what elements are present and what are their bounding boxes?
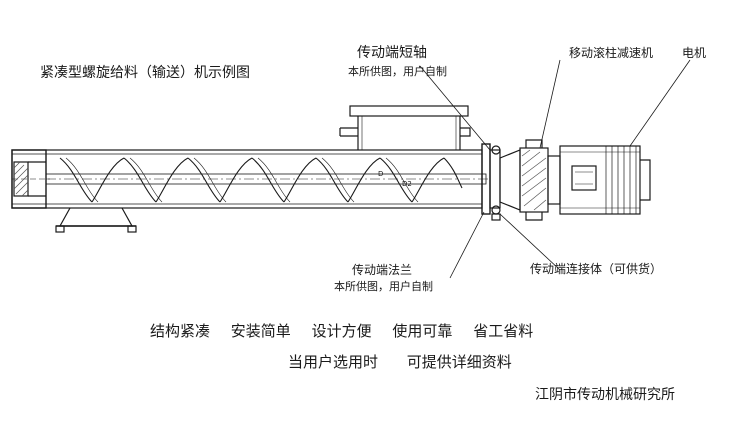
svg-text:D: D (378, 170, 383, 178)
label-reducer: 移动滚柱减速机 (569, 46, 654, 60)
feature-item: 可提供详细资料 (406, 353, 512, 371)
screw-flights (59, 157, 463, 203)
connector-body (491, 145, 521, 221)
features-row-1: 结构紧凑 安装简单 设计方便 使用可靠 省工省料 (150, 320, 533, 341)
outlet-spout (55, 207, 137, 233)
institute-name: 江阴市传动机械研究所 (535, 387, 675, 403)
feature-item: 安装简单 (230, 322, 291, 340)
label-flange-note: 本所供图，用户自制 (334, 280, 433, 293)
features-row-2: 当用户选用时 可提供详细资料 (288, 351, 512, 372)
label-flange: 传动端法兰 (352, 263, 413, 277)
diagram-title: 紧凑型螺旋给料（输送）机示例图 (40, 65, 250, 81)
leader-lines (419, 59, 691, 279)
svg-text:D2: D2 (402, 180, 412, 188)
label-short-shaft: 传动端短轴 (357, 45, 427, 61)
feature-item: 设计方便 (311, 322, 372, 340)
feature-item: 当用户选用时 (288, 353, 379, 371)
label-short-shaft-note: 本所供图，用户自制 (348, 65, 447, 78)
inlet-hopper (339, 105, 471, 150)
label-connector: 传动端连接体（可供货） (530, 262, 663, 276)
reducer-body (519, 139, 561, 221)
feature-item: 使用可靠 (392, 322, 453, 340)
label-motor: 电机 (682, 46, 707, 60)
feature-item: 结构紧凑 (150, 322, 211, 340)
feature-item: 省工省料 (473, 322, 534, 340)
motor-body (559, 145, 651, 215)
